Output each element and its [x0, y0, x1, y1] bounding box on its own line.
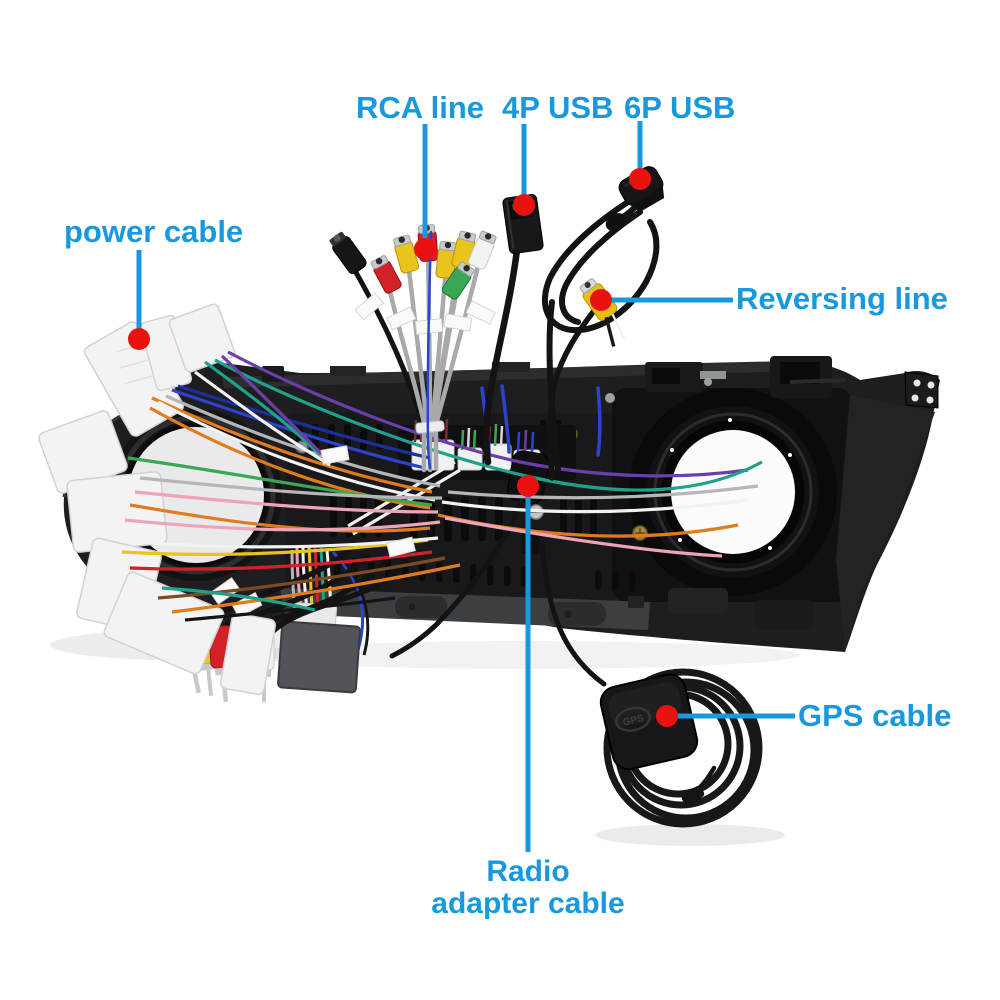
label-rca-line: RCA line — [356, 90, 485, 125]
harness-wires — [121, 350, 763, 622]
rca-jack-white — [468, 230, 497, 270]
label-power-cable: power cable — [64, 214, 244, 249]
callouts — [128, 121, 795, 852]
callout-dot-reversing — [590, 289, 612, 311]
harness-connector — [219, 612, 277, 696]
label-radio-adapter-line1: Radio — [486, 855, 570, 888]
zip-tie — [415, 420, 445, 434]
gps-antenna-puck: GPS — [599, 673, 699, 771]
dc-barrel-plug — [329, 231, 367, 275]
label-radio-adapter-line2: adapter cable — [431, 886, 625, 920]
label-radio-adapter-cable: Radio adapter cable — [400, 856, 656, 919]
label-gps-cable: GPS cable — [798, 698, 952, 733]
power-harness-connectors — [38, 303, 277, 696]
callout-dot-6p-usb — [629, 168, 651, 190]
harness-connector — [66, 471, 168, 553]
label-6p-usb: 6P USB — [624, 90, 736, 125]
label-4p-usb: 4P USB — [502, 90, 614, 125]
rca-breakout-loom — [329, 224, 497, 473]
gps-badge: GPS — [622, 713, 645, 729]
harness-connector — [168, 303, 236, 373]
callout-dot-radio-adapter — [517, 475, 539, 497]
callout-dot-rca-line — [414, 238, 436, 260]
right-speaker-opening — [629, 388, 837, 596]
gps-antenna: GPS — [539, 542, 763, 828]
label-reversing-line: Reversing line — [736, 281, 948, 316]
rca-jack-yellow-1 — [393, 234, 420, 274]
rca-jack-green — [441, 261, 475, 300]
callout-dot-4p-usb — [513, 194, 535, 216]
callout-dot-gps — [656, 705, 678, 727]
top-edge-clips — [262, 356, 846, 398]
callout-dot-power-cable — [128, 328, 150, 350]
rca-jack-yellow-2 — [435, 240, 457, 279]
rca-jack-red-1 — [370, 255, 402, 294]
right-wing-bracket — [836, 371, 939, 650]
